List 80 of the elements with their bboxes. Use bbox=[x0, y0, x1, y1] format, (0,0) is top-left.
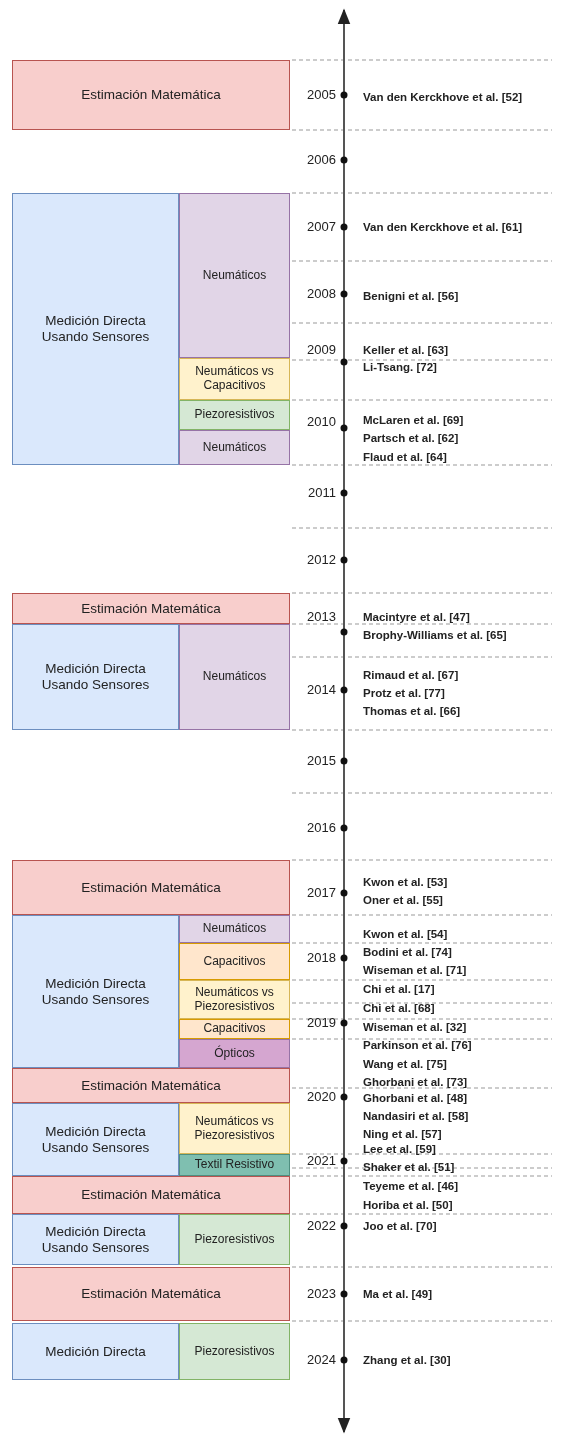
sensor-type-box: Capacitivos bbox=[179, 943, 290, 980]
sensor-type-box: Piezoresistivos bbox=[179, 1214, 290, 1265]
sensor-type-box: Neumáticos bbox=[179, 915, 290, 943]
reference-text: Wiseman et al. [32] bbox=[363, 1020, 467, 1034]
reference-text: Joo et al. [70] bbox=[363, 1219, 437, 1233]
sensor-type-box: Piezoresistivos bbox=[179, 400, 290, 430]
sensor-type-box: Neumáticos bbox=[179, 430, 290, 465]
sensor-type-box: Neumáticos vs Capacitivos bbox=[179, 358, 290, 400]
year-label: 2015 bbox=[307, 754, 336, 768]
year-label: 2016 bbox=[307, 821, 336, 835]
year-label: 2013 bbox=[307, 610, 336, 624]
reference-text: Van den Kerckhove et al. [52] bbox=[363, 90, 523, 104]
year-label: 2017 bbox=[307, 886, 336, 900]
reference-text: Flaud et al. [64] bbox=[363, 450, 447, 464]
reference-text: McLaren et al. [69] bbox=[363, 413, 464, 427]
sensor-type-box: Neumáticos vs Piezoresistivos bbox=[179, 1103, 290, 1154]
reference-text: Chi et al. [17] bbox=[363, 982, 435, 996]
reference-text: Wang et al. [75] bbox=[363, 1057, 447, 1071]
reference-text: Ning et al. [57] bbox=[363, 1127, 442, 1141]
year-label: 2012 bbox=[307, 553, 336, 567]
method-box: Medición Directa Usando Sensores bbox=[12, 624, 179, 730]
year-label: 2005 bbox=[307, 88, 336, 102]
year-label: 2019 bbox=[307, 1016, 336, 1030]
reference-text: Li-Tsang. [72] bbox=[363, 360, 437, 374]
year-label: 2022 bbox=[307, 1219, 336, 1233]
reference-text: Parkinson et al. [76] bbox=[363, 1038, 472, 1052]
reference-text: Brophy-Williams et al. [65] bbox=[363, 628, 507, 642]
method-box: Estimación Matemática bbox=[12, 60, 290, 130]
reference-text: Benigni et al. [56] bbox=[363, 289, 459, 303]
method-box: Medición Directa Usando Sensores bbox=[12, 193, 179, 465]
method-box: Estimación Matemática bbox=[12, 1176, 290, 1214]
year-label: 2010 bbox=[307, 415, 336, 429]
reference-text: Nandasiri et al. [58] bbox=[363, 1109, 469, 1123]
reference-text: Kwon et al. [54] bbox=[363, 927, 448, 941]
reference-text: Zhang et al. [30] bbox=[363, 1353, 451, 1367]
reference-text: Horiba et al. [50] bbox=[363, 1198, 453, 1212]
year-label: 2021 bbox=[307, 1154, 336, 1168]
year-label: 2006 bbox=[307, 153, 336, 167]
sensor-type-box: Textil Resistivo bbox=[179, 1154, 290, 1176]
method-box: Medición Directa Usando Sensores bbox=[12, 1214, 179, 1265]
year-label: 2024 bbox=[307, 1353, 336, 1367]
method-box: Estimación Matemática bbox=[12, 1267, 290, 1321]
reference-text: Ma et al. [49] bbox=[363, 1287, 433, 1301]
reference-text: Shaker et al. [51] bbox=[363, 1160, 455, 1174]
reference-text: Bodini et al. [74] bbox=[363, 945, 452, 959]
reference-text: Lee et al. [59] bbox=[363, 1142, 436, 1156]
sensor-type-box: Neumáticos vs Piezoresistivos bbox=[179, 980, 290, 1019]
reference-text: Protz et al. [77] bbox=[363, 686, 445, 700]
year-label: 2023 bbox=[307, 1287, 336, 1301]
method-box: Estimación Matemática bbox=[12, 593, 290, 624]
sensor-type-box: Piezoresistivos bbox=[179, 1323, 290, 1380]
method-box: Estimación Matemática bbox=[12, 1068, 290, 1103]
year-label: 2018 bbox=[307, 951, 336, 965]
reference-text: Thomas et al. [66] bbox=[363, 704, 461, 718]
year-label: 2007 bbox=[307, 220, 336, 234]
reference-text: Wiseman et al. [71] bbox=[363, 963, 467, 977]
sensor-type-box: Neumáticos bbox=[179, 193, 290, 358]
year-label: 2011 bbox=[308, 486, 336, 500]
method-box: Medición Directa Usando Sensores bbox=[12, 915, 179, 1068]
sensor-type-box: Ópticos bbox=[179, 1039, 290, 1068]
reference-text: Oner et al. [55] bbox=[363, 893, 443, 907]
reference-text: Macintyre et al. [47] bbox=[363, 610, 470, 624]
year-label: 2014 bbox=[307, 683, 336, 697]
reference-text: Rimaud et al. [67] bbox=[363, 668, 459, 682]
reference-text: Chi et al. [68] bbox=[363, 1001, 435, 1015]
year-label: 2009 bbox=[307, 343, 336, 357]
reference-text: Ghorbani et al. [73] bbox=[363, 1075, 468, 1089]
method-box: Estimación Matemática bbox=[12, 860, 290, 915]
reference-text: Keller et al. [63] bbox=[363, 343, 448, 357]
reference-text: Teyeme et al. [46] bbox=[363, 1179, 459, 1193]
method-box: Medición Directa Usando Sensores bbox=[12, 1103, 179, 1176]
sensor-type-box: Capacitivos bbox=[179, 1019, 290, 1039]
year-label: 2020 bbox=[307, 1090, 336, 1104]
reference-text: Kwon et al. [53] bbox=[363, 875, 448, 889]
reference-text: Ghorbani et al. [48] bbox=[363, 1091, 468, 1105]
sensor-type-box: Neumáticos bbox=[179, 624, 290, 730]
reference-text: Partsch et al. [62] bbox=[363, 431, 459, 445]
reference-text: Van den Kerckhove et al. [61] bbox=[363, 220, 523, 234]
method-box: Medición Directa bbox=[12, 1323, 179, 1380]
year-label: 2008 bbox=[307, 287, 336, 301]
